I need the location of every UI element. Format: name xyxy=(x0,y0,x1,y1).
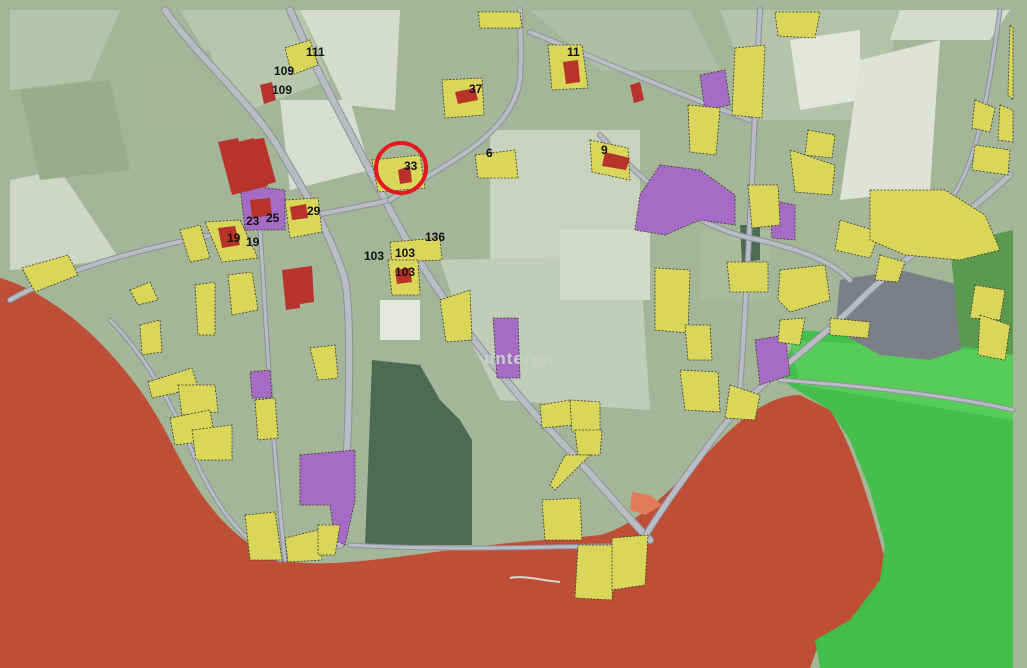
house-number-37[interactable]: 37 xyxy=(469,82,483,96)
house-number-6[interactable]: 6 xyxy=(486,146,493,160)
house-number-11[interactable]: 11 xyxy=(567,45,580,59)
house-number-33[interactable]: 33 xyxy=(404,159,418,173)
house-number-19[interactable]: 19 xyxy=(227,231,241,245)
circle-marker-icon[interactable] xyxy=(374,141,428,195)
house-number-25[interactable]: 25 xyxy=(266,211,280,225)
house-number-103[interactable]: 103 xyxy=(395,265,415,279)
yellow-plots xyxy=(21,11,1014,601)
house-number-19[interactable]: 19 xyxy=(246,235,260,249)
house-number-109[interactable]: 109 xyxy=(274,64,294,78)
house-number-29[interactable]: 29 xyxy=(307,204,321,218)
house-number-109[interactable]: 109 xyxy=(272,83,292,97)
green-zone xyxy=(778,330,1013,668)
house-number-111[interactable]: 111 xyxy=(306,45,325,59)
orange-plot xyxy=(630,492,662,515)
place-label: unteren xyxy=(484,349,553,368)
house-number-labels: 111 109 109 37 11 33 6 9 29 23 25 19 19 … xyxy=(227,45,608,279)
buildings xyxy=(218,60,644,310)
red-zone xyxy=(0,278,885,668)
house-number-9[interactable]: 9 xyxy=(601,143,608,157)
house-number-23[interactable]: 23 xyxy=(246,214,260,228)
house-number-103[interactable]: 103 xyxy=(364,249,384,263)
forest xyxy=(365,360,472,545)
house-number-136[interactable]: 136 xyxy=(425,230,445,244)
house-number-103[interactable]: 103 xyxy=(395,246,415,260)
